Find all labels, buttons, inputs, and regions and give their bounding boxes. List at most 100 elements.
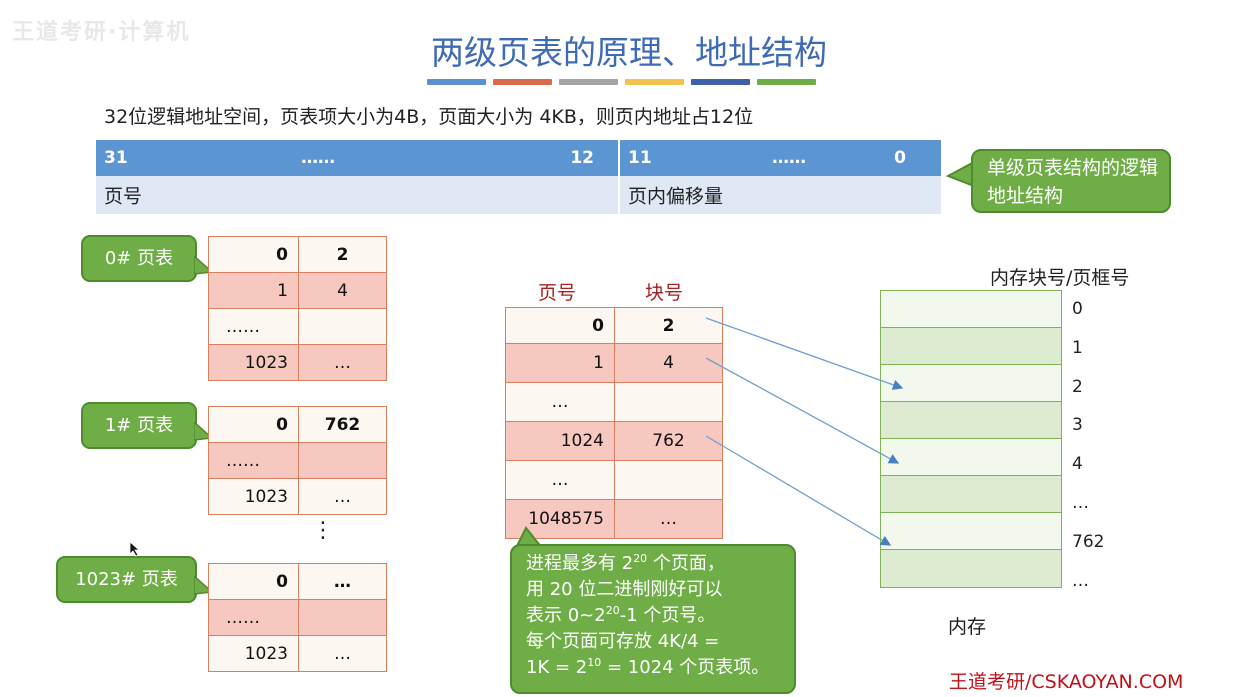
table-cell: 1023 [208,478,299,515]
label-table-0-tail [194,256,214,275]
arrow-page1-to-frame4 [705,357,900,464]
offset-field: 页内偏移量 [620,176,941,214]
column-header-block-number: 块号 [645,282,684,304]
table-cell: … [298,344,387,381]
label-table-1: 1# 页表 [81,402,197,449]
table-row: 1023… [208,344,387,381]
table-cell: … [505,382,615,422]
frame-number: 762 [1072,532,1105,552]
memory-frame-number-title: 内存块号/页框号 [990,267,1130,289]
table-row: 1023… [208,635,387,672]
table-cell [614,460,723,500]
label-table-1023: 1023# 页表 [56,556,197,603]
table-cell: 1 [505,343,615,383]
watermark-logo: 王道考研·计算机 [12,20,191,45]
callout-line: 1K = 210 = 1024 个页表项。 [526,656,770,678]
logical-address-structure: 31 …… 12 11 …… 0 页号 页内偏移量 [96,140,941,214]
callout-line: 进程最多有 220 个页面， [526,552,725,574]
page-number-label: 页号 [104,185,143,208]
stripe-yellow [625,79,684,85]
frame-number: … [1072,493,1089,513]
table-cell: …… [208,599,299,636]
table-cell: 1024 [505,421,615,461]
label-table-0: 0# 页表 [81,235,197,282]
table-cell: …… [208,442,299,479]
memory-frame [880,289,1062,329]
stripe-navy [691,79,750,85]
column-header-page-number: 页号 [538,282,577,304]
table-cell: … [298,635,387,672]
table-row: … [505,382,723,422]
memory-frame [880,549,1062,588]
title-color-stripes [427,79,816,86]
stripe-green [757,79,816,85]
table-row: …… [208,599,387,636]
table-cell: 1023 [208,344,299,381]
frame-number: 0 [1072,299,1083,319]
table-cell [298,599,387,636]
page-table-1023: 0… …… 1023… [208,563,387,672]
table-cell: 2 [614,307,723,344]
table-cell: 762 [298,406,387,443]
page-count-explanation-callout: 进程最多有 220 个页面， 用 20 位二进制刚好可以 表示 0~220-1 … [510,544,796,694]
bit-11: 11 [628,148,652,168]
table-cell: 4 [614,343,723,383]
table-row: 1023… [208,478,387,515]
memory-column [880,289,1062,588]
frame-number: 1 [1072,338,1083,358]
table-row: 1048575… [505,499,723,539]
table-cell: 762 [614,421,723,461]
table-row: …… [208,442,387,479]
arrow-page0-to-frame2 [705,317,904,390]
table-cell: … [614,499,723,539]
frame-number: 3 [1072,415,1083,435]
table-cell: 1 [208,272,299,309]
label-table-1-tail [194,422,214,441]
table-cell: 4 [298,272,387,309]
table-cell: 2 [298,236,387,273]
table-cell: …… [208,308,299,345]
offset-label: 页内偏移量 [628,185,724,208]
callout-line: 用 20 位二进制刚好可以 [526,579,723,600]
table-cell [614,382,723,422]
callout-line: 表示 0~220-1 个页号。 [526,604,716,626]
bit-dots-left: …… [301,148,335,168]
address-space-description: 32位逻辑地址空间，页表项大小为4B，页面大小为 4KB，则页内地址占12位 [104,106,754,128]
frame-number: … [1072,571,1089,591]
frame-number: 4 [1072,454,1083,474]
bit-dots-right: …… [772,148,806,168]
page-number-bits: 31 …… 12 [96,140,618,176]
table-cell [298,442,387,479]
stripe-blue [427,79,486,85]
label-table-1023-tail [194,576,214,595]
table-cell: 1023 [208,635,299,672]
offset-bits: 11 …… 0 [620,140,941,176]
slide-title: 两级页表的原理、地址结构 [431,33,827,72]
bit-12: 12 [570,148,594,168]
memory-frame [880,512,1062,551]
stripe-orange [493,79,552,85]
callout-single-level-structure: 单级页表结构的逻辑地址结构 [971,149,1171,213]
table-cell [298,308,387,345]
table-cell: … [298,478,387,515]
callout-line: 每个页面可存放 4K/4 = [526,631,720,652]
mouse-cursor-icon [129,541,141,557]
table-row: … [505,460,723,500]
arrow-page1024-to-frame762 [705,435,892,546]
bit-0: 0 [894,148,906,168]
table-row: …… [208,308,387,345]
stripe-gray [559,79,618,85]
page-number-field: 页号 [96,176,618,214]
frame-number: 2 [1072,377,1083,397]
brand-footer: 王道考研/CSKAOYAN.COM [949,671,1184,693]
memory-label: 内存 [948,616,987,638]
vertical-ellipsis: ⋮ [312,518,334,543]
